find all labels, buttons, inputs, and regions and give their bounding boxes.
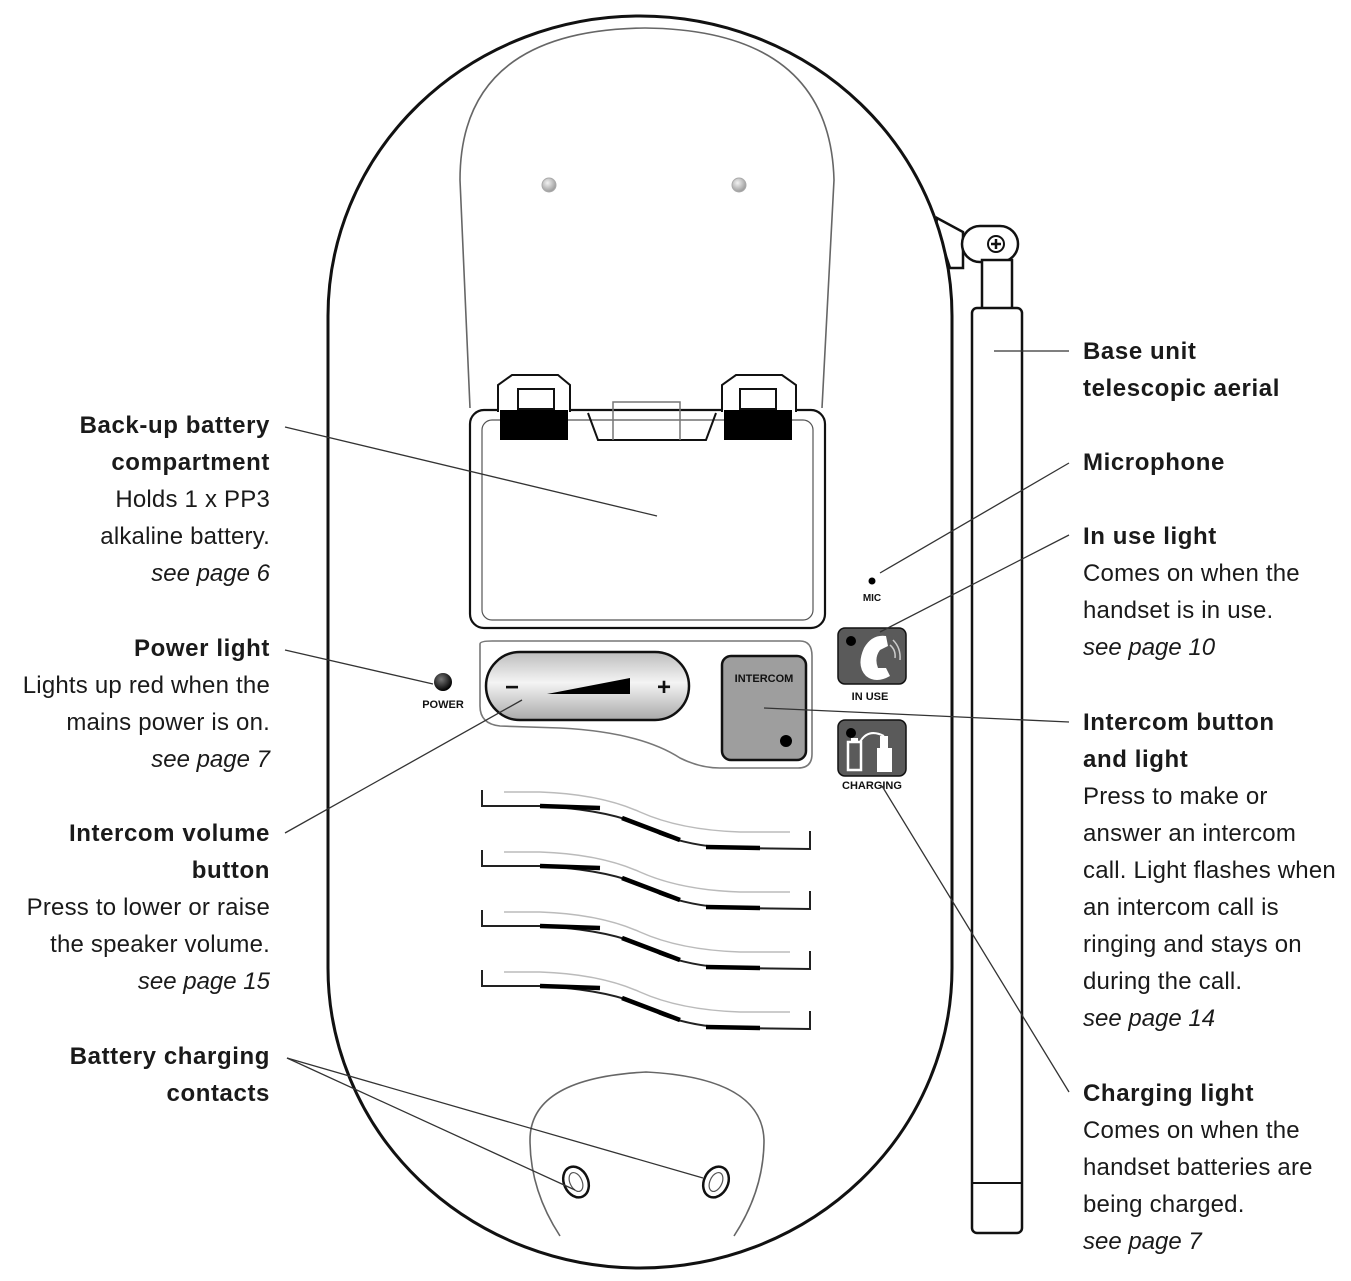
callout-title: telescopic aerial	[1083, 375, 1280, 402]
callout-description: mains power is on.	[66, 709, 270, 736]
callout-page-reference: see page 14	[1083, 1005, 1216, 1032]
callout-description: handset is in use.	[1083, 597, 1274, 624]
callout-page-reference: see page 10	[1083, 634, 1216, 661]
callout-intercom-button: Intercom button and light Press to make …	[1083, 704, 1345, 1037]
callout-intercom-volume: Intercom volume button Press to lower or…	[0, 815, 270, 1000]
battery-compartment	[468, 374, 827, 630]
leader-charging-contacts-left	[286, 1057, 576, 1191]
charging-contact-left	[561, 1165, 591, 1199]
callout-title: Back-up battery	[79, 412, 270, 439]
callout-title: Battery charging	[69, 1043, 270, 1070]
charging-light: CHARGING	[837, 719, 907, 792]
callout-title: Microphone	[1083, 449, 1225, 476]
callout-description: Press to make or	[1083, 783, 1268, 810]
callout-description: Comes on when the	[1083, 560, 1300, 587]
leader-backup-battery	[284, 426, 658, 517]
callout-description: handset batteries are	[1083, 1154, 1313, 1181]
callout-description: Press to lower or raise	[26, 894, 270, 921]
callout-title: Charging light	[1083, 1080, 1255, 1107]
callout-description: during the call.	[1083, 968, 1243, 995]
callout-description: an intercom call is	[1083, 894, 1279, 921]
power-label: POWER	[422, 699, 464, 711]
callout-backup-battery: Back-up battery compartment Holds 1 x PP…	[0, 407, 270, 592]
callout-aerial: Base unit telescopic aerial	[1083, 333, 1345, 407]
callout-charging-light: Charging light Comes on when the handset…	[1083, 1075, 1345, 1260]
in-use-label: IN USE	[852, 691, 889, 703]
battery-clip-right	[721, 374, 797, 440]
callout-title: Power light	[134, 635, 270, 662]
telescopic-aerial	[934, 216, 1024, 1235]
microphone: MIC	[863, 577, 881, 604]
leader-in-use	[879, 534, 1070, 633]
callout-description: alkaline battery.	[100, 523, 270, 550]
callout-description: ringing and stays on	[1083, 931, 1302, 958]
charging-contact-right	[701, 1165, 731, 1199]
callout-in-use-light: In use light Comes on when the handset i…	[1083, 518, 1345, 666]
charging-label: CHARGING	[842, 780, 902, 792]
callout-description: Holds 1 x PP3	[115, 486, 270, 513]
callout-description: the speaker volume.	[50, 931, 270, 958]
callout-page-reference: see page 6	[151, 560, 270, 587]
leader-power-light	[284, 649, 434, 685]
callout-title: contacts	[166, 1080, 270, 1107]
leader-intercom-button	[763, 707, 1070, 723]
leader-microphone	[879, 462, 1070, 574]
speaker-slot	[481, 970, 811, 1031]
battery-charging-icon	[846, 732, 892, 772]
callout-power-light: Power light Lights up red when the mains…	[0, 630, 270, 778]
volume-minus-label: −	[505, 674, 519, 701]
leader-lines	[284, 350, 1070, 1191]
battery-clip-left	[497, 374, 571, 440]
in-use-light: IN USE	[837, 627, 907, 703]
volume-plus-label: +	[657, 674, 671, 701]
callout-charging-contacts: Battery charging contacts	[0, 1038, 270, 1112]
callout-title: compartment	[111, 449, 270, 476]
phone-handset-icon	[860, 635, 901, 680]
callout-description: answer an intercom	[1083, 820, 1297, 847]
leader-charging-contacts-right	[286, 1057, 704, 1179]
callout-microphone: Microphone	[1083, 444, 1345, 481]
callout-title: In use light	[1083, 523, 1217, 550]
charging-contacts	[529, 1071, 765, 1237]
callout-title: button	[191, 857, 270, 884]
speaker-grille	[481, 790, 811, 1031]
power-light: POWER	[422, 673, 464, 711]
callout-title: Intercom volume	[68, 820, 270, 847]
callout-title: and light	[1083, 746, 1189, 773]
callout-description: being charged.	[1083, 1191, 1245, 1218]
leader-intercom-volume	[284, 699, 523, 834]
callout-page-reference: see page 15	[137, 968, 270, 995]
callout-page-reference: see page 7	[151, 746, 270, 773]
callout-description: call. Light flashes when	[1083, 857, 1336, 884]
handset-cradle	[459, 27, 835, 409]
callout-page-reference: see page 7	[1083, 1228, 1202, 1255]
callout-title: Base unit	[1083, 338, 1197, 365]
callout-description: Comes on when the	[1083, 1117, 1300, 1144]
speaker-slot	[481, 790, 811, 851]
intercom-light	[780, 735, 792, 747]
callout-description: Lights up red when the	[22, 672, 270, 699]
speaker-slot	[481, 910, 811, 971]
speaker-slot	[481, 850, 811, 911]
leader-charging-light	[881, 785, 1070, 1093]
callout-title: Intercom button	[1083, 709, 1275, 736]
mic-label: MIC	[863, 593, 881, 604]
intercom-volume-button[interactable]: − +	[484, 650, 691, 722]
intercom-button-label: INTERCOM	[735, 673, 794, 685]
